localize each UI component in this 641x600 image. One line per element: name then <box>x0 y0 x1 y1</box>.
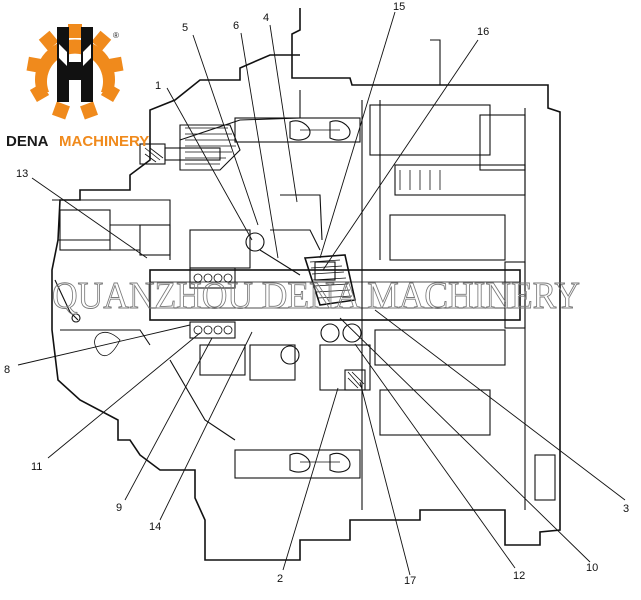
callout-16: 16 <box>477 26 489 38</box>
callout-2: 2 <box>277 573 283 585</box>
registered-mark: ® <box>113 31 119 40</box>
callout-3: 3 <box>623 503 629 515</box>
motor-housing <box>51 8 561 561</box>
callout-13: 13 <box>16 168 28 180</box>
callout-labels: 1 2 3 4 5 6 8 9 10 11 12 13 14 15 16 17 <box>4 1 629 587</box>
callout-9: 9 <box>116 502 122 514</box>
upper-bearing <box>234 117 361 143</box>
callout-11: 11 <box>31 461 42 473</box>
callout-17: 17 <box>404 575 416 587</box>
output-bearing-cluster <box>319 323 371 391</box>
watermark-text: QUANZHOU DENA MACHINERY <box>52 275 580 317</box>
callout-10: 10 <box>586 562 598 574</box>
leader-lines <box>17 11 626 576</box>
brand-name-machinery: MACHINERY <box>59 133 149 150</box>
callout-6: 6 <box>233 20 239 32</box>
lower-bearing <box>234 449 361 479</box>
callout-5: 5 <box>182 22 188 34</box>
callout-12: 12 <box>513 570 525 582</box>
callout-15: 15 <box>393 1 405 13</box>
hatched-flange <box>179 124 241 171</box>
callout-14: 14 <box>149 521 161 533</box>
brand-name-dena: DENA <box>6 133 49 150</box>
callout-8: 8 <box>4 364 10 376</box>
dena-logo: ® DENA MACHINERY <box>6 24 149 150</box>
callout-1: 1 <box>155 80 161 92</box>
bolt-top-left <box>139 143 221 165</box>
swash-plate <box>303 254 356 306</box>
planetary-gear-section <box>361 100 556 510</box>
gear-logo-icon <box>26 24 124 120</box>
callout-4: 4 <box>263 12 269 24</box>
